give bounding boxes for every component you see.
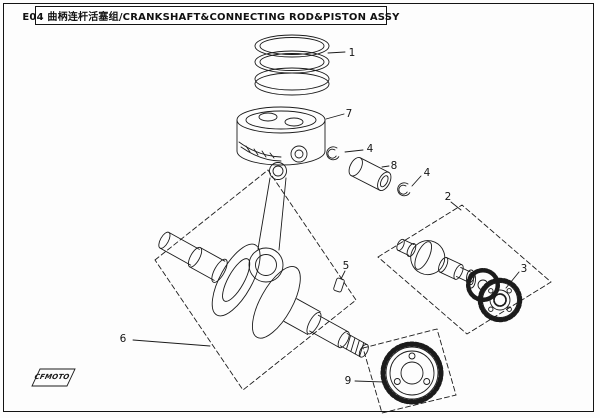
rod-bearing-part bbox=[333, 277, 345, 293]
callout-3: 3 bbox=[520, 262, 528, 275]
page-title-text: E04 曲柄连杆活塞组/CRANKSHAFT&CONNECTING ROD&PI… bbox=[22, 12, 400, 23]
timing-gear bbox=[380, 341, 444, 405]
callout-2: 2 bbox=[444, 190, 452, 203]
brand-logo-outline bbox=[31, 368, 76, 387]
piston-pin bbox=[348, 157, 392, 191]
circlip-left bbox=[326, 146, 340, 161]
piston bbox=[236, 106, 326, 166]
page-border bbox=[3, 3, 594, 412]
crankshaft-group-box bbox=[154, 169, 357, 391]
balance-driven-gear bbox=[477, 277, 523, 323]
callout-6: 6 bbox=[119, 332, 127, 345]
timing-gear-box bbox=[362, 328, 457, 414]
circlip-right bbox=[397, 182, 411, 197]
brand-logo-text: CFMOTO bbox=[33, 373, 71, 381]
callout-9: 9 bbox=[344, 374, 352, 387]
callout-1: 1 bbox=[348, 46, 356, 59]
page-title: E04 曲柄连杆活塞组/CRANKSHAFT&CONNECTING ROD&PI… bbox=[22, 6, 399, 25]
callout-7: 7 bbox=[345, 107, 353, 120]
connecting-rod bbox=[248, 162, 287, 283]
balance-shaft-group-box bbox=[377, 204, 552, 335]
callout-4b: 4 bbox=[423, 166, 431, 179]
callout-8: 8 bbox=[390, 159, 398, 172]
callout-4a: 4 bbox=[366, 142, 374, 155]
callout-5: 5 bbox=[342, 259, 350, 272]
piston-rings bbox=[254, 34, 330, 96]
crankshaft bbox=[158, 231, 369, 358]
leader-lines bbox=[132, 51, 520, 383]
